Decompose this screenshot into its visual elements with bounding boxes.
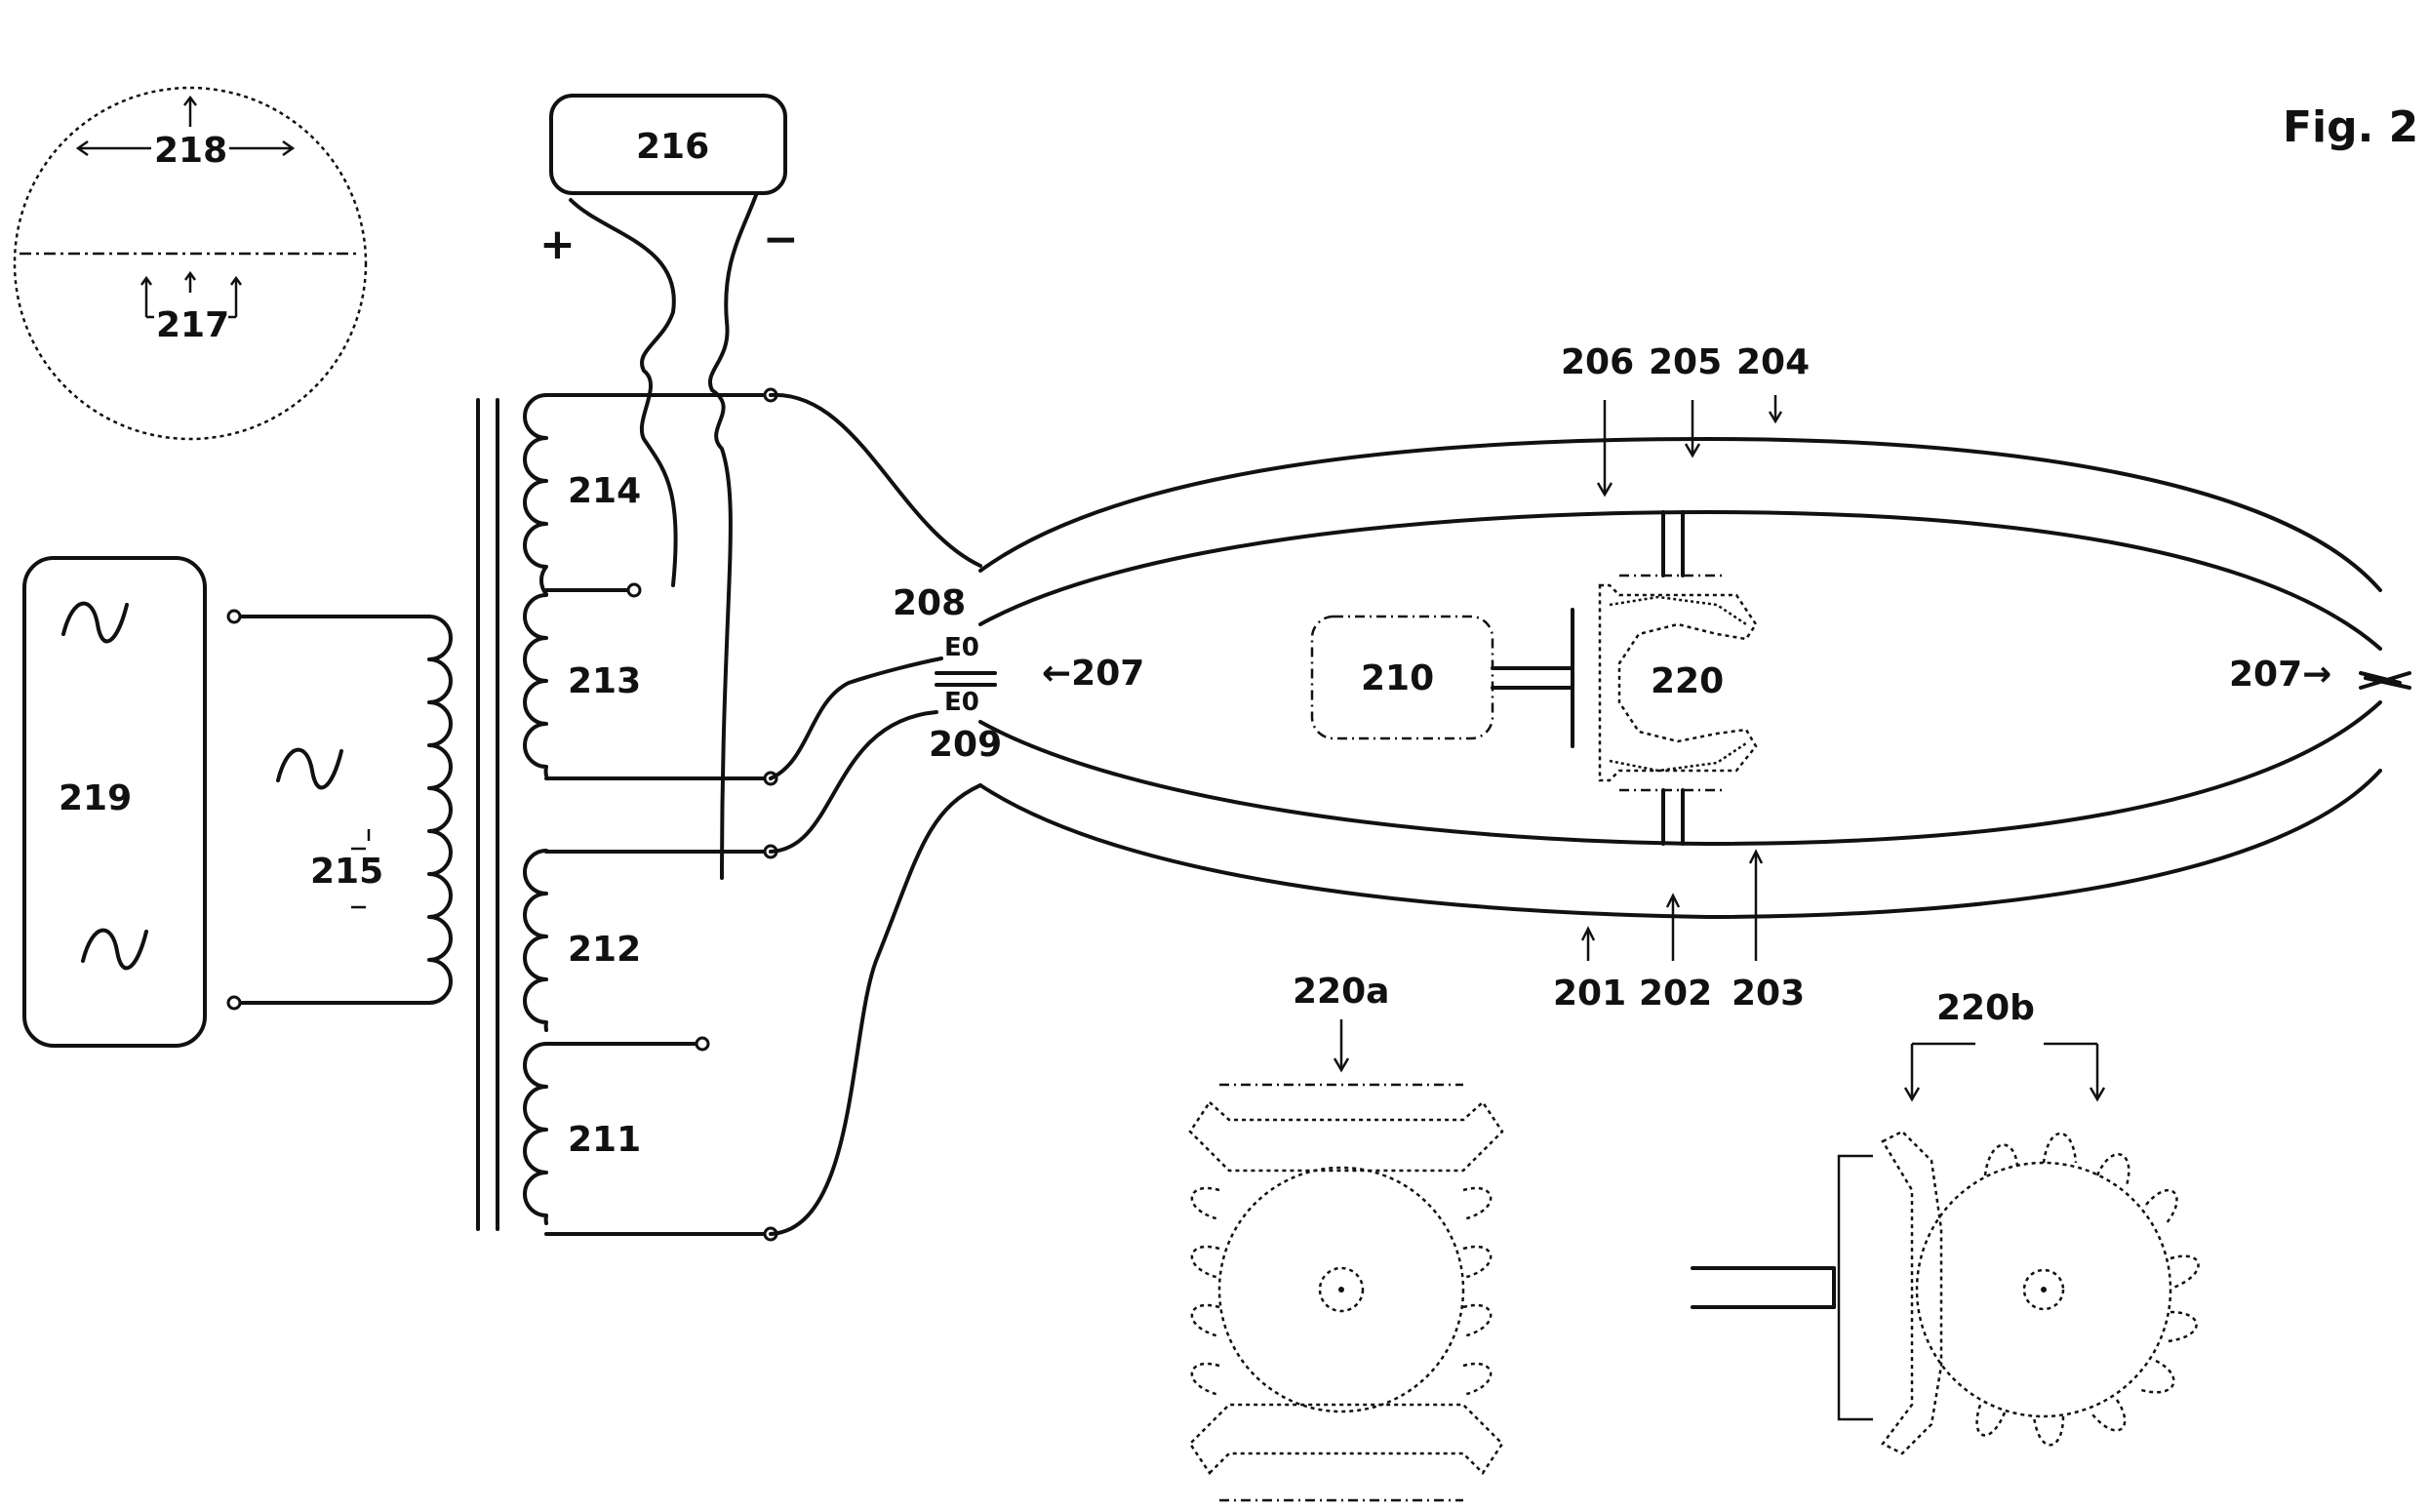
label-218: 218 — [154, 131, 227, 171]
ac-source-219: 219 — [22, 556, 431, 1048]
secondary-coil-214: 214 — [523, 393, 641, 596]
exit-spark — [2359, 671, 2411, 690]
secondary-coil-212: 212 — [523, 849, 641, 1032]
primary-coil-215: 215 — [310, 615, 453, 1005]
wire-212-to-209 — [769, 710, 938, 854]
label-212: 212 — [568, 930, 641, 970]
tilde-symbol — [276, 747, 343, 790]
label-216: 216 — [636, 127, 709, 167]
wire-214-to-tube — [769, 392, 982, 568]
outer-top-204 — [978, 437, 2382, 592]
wire-minus — [708, 193, 758, 880]
label-201: 201 — [1553, 974, 1626, 1014]
label-220a: 220a — [1293, 972, 1389, 1012]
label-214: 214 — [568, 471, 641, 511]
label-213: 213 — [568, 661, 641, 701]
label-207-right: 207→ — [2229, 655, 2331, 695]
label-217: 217 — [156, 305, 229, 345]
label-211: 211 — [568, 1120, 641, 1160]
label-209: 209 — [929, 725, 1002, 765]
label-210: 210 — [1361, 658, 1434, 698]
secondary-coil-213: 213 — [523, 593, 641, 777]
label-220: 220 — [1651, 661, 1724, 701]
detail-220b: 220b — [1691, 988, 2200, 1455]
secondary-coil-211: 211 — [523, 1042, 641, 1225]
unit-210: 210 — [1310, 608, 1574, 748]
inner-bottom-202 — [978, 700, 2382, 846]
top-labels: 206 205 204 — [1561, 342, 1810, 497]
figure-title: Fig. 2 — [2283, 102, 2418, 152]
outer-bottom-201 — [978, 769, 2382, 919]
label-208: 208 — [893, 583, 966, 623]
electrode-209: E0 — [944, 688, 979, 717]
wire-211-to-tube — [769, 783, 982, 1236]
wire-213-to-208 — [769, 657, 943, 780]
label-220b: 220b — [1936, 988, 2035, 1028]
label-207-left: ←207 — [1042, 654, 1144, 694]
plus-sign: + — [539, 219, 576, 269]
bottom-labels: 201 202 203 — [1553, 849, 1805, 1014]
component-220: 220 — [1598, 510, 1758, 846]
label-215: 215 — [310, 852, 383, 892]
electrode-208: E0 — [944, 633, 979, 662]
detail-220a: 220a — [1188, 972, 1504, 1502]
tube-assembly — [978, 437, 2382, 919]
label-203: 203 — [1732, 974, 1805, 1014]
minus-sign: − — [763, 215, 799, 264]
label-204: 204 — [1736, 342, 1810, 382]
inner-top-206 — [978, 510, 2382, 651]
wire-plus — [569, 198, 678, 587]
inset-circle: 218 217 — [13, 86, 368, 441]
label-202: 202 — [1639, 974, 1712, 1014]
label-219: 219 — [59, 778, 132, 818]
label-205: 205 — [1649, 342, 1722, 382]
label-206: 206 — [1561, 342, 1634, 382]
electrodes: 208 209 E0 E0 ←207 — [893, 583, 1144, 765]
dc-supply-216: 216 + − — [539, 94, 799, 880]
